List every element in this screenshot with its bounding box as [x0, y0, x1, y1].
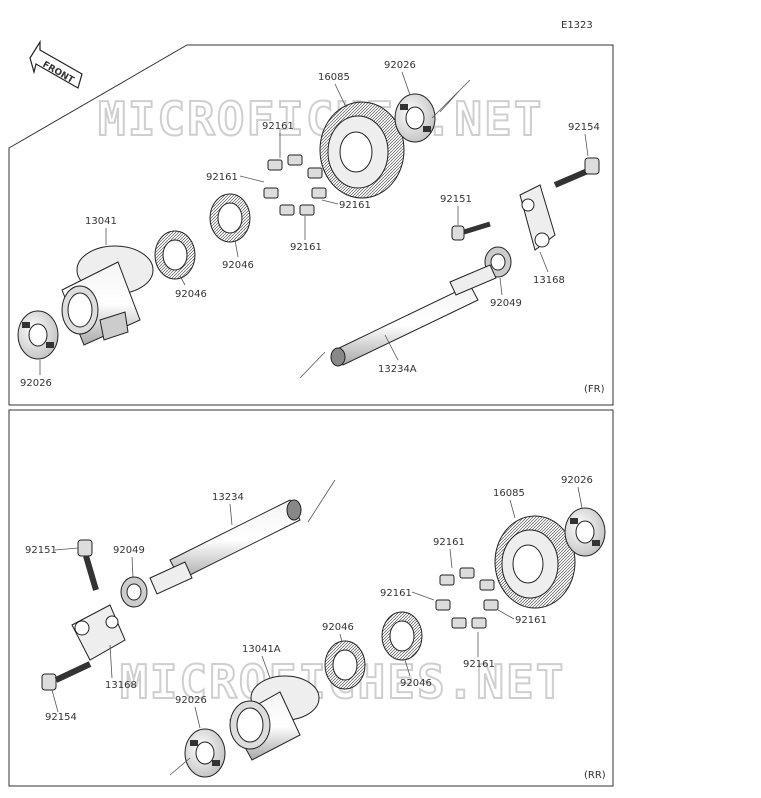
part-label: 92151 — [25, 545, 57, 556]
panel-rr: MICROFICHES.NET (RR) — [8, 409, 614, 787]
needle-bearing-92046-b — [209, 193, 251, 243]
thrust-washer-92026-top — [394, 93, 436, 143]
shaft-13234 — [149, 499, 302, 595]
watermark: MICROFICHES.NET — [98, 92, 543, 146]
part-label: 92026 — [175, 695, 207, 706]
part-label: 92161 — [262, 121, 294, 132]
lever-13168 — [519, 184, 556, 251]
part-label: 92161 — [433, 537, 465, 548]
panel-rr-tag: (RR) — [584, 770, 606, 781]
part-label: 13168 — [105, 680, 137, 691]
lever-13168-rr — [71, 604, 126, 661]
part-label: 92161 — [515, 615, 547, 626]
oil-seal-92049-rr — [120, 576, 148, 608]
part-label: 13234A — [378, 364, 417, 375]
panel-fr-tag: (FR) — [584, 384, 605, 395]
needle-bearing-92046-rr-b — [381, 611, 423, 661]
part-label: 92161 — [380, 588, 412, 599]
part-label: 13041A — [242, 644, 281, 655]
part-label: 92046 — [400, 678, 432, 689]
part-label: 92046 — [222, 260, 254, 271]
part-label: 92161 — [206, 172, 238, 183]
needle-bearing-92046-rr — [324, 640, 366, 690]
panel-fr-frame — [8, 44, 614, 406]
part-label: 92049 — [490, 298, 522, 309]
part-labels-rr: 13234 92151 92049 13168 92154 13041A 920… — [25, 475, 593, 723]
hub-13041 — [61, 245, 154, 346]
leader-lines-rr — [51, 486, 583, 729]
shaft-13234a — [330, 264, 497, 367]
part-label: 92026 — [561, 475, 593, 486]
leader-lines-fr — [39, 71, 589, 375]
part-label: 92049 — [113, 545, 145, 556]
thrust-washer-92026-rr-right — [564, 507, 606, 557]
gear-16085 — [319, 101, 405, 199]
bolt-92154 — [553, 157, 600, 188]
part-label: 92026 — [20, 378, 52, 389]
part-label: 92161 — [290, 242, 322, 253]
front-arrow-icon: FRONT — [29, 39, 83, 89]
part-label: 13041 — [85, 216, 117, 227]
panel-rr-frame — [8, 409, 614, 787]
diagram-code: E1323 — [561, 20, 593, 31]
part-label: 16085 — [493, 488, 525, 499]
thrust-washer-92026-rr — [184, 728, 226, 778]
damper-ring-92161-rr — [435, 567, 499, 629]
part-label: 92151 — [440, 194, 472, 205]
part-label: 92161 — [339, 200, 371, 211]
hub-13041a — [229, 675, 320, 761]
part-label: 92154 — [568, 122, 600, 133]
bolt-92151 — [451, 221, 491, 241]
part-label: 92154 — [45, 712, 77, 723]
part-label: 92026 — [384, 60, 416, 71]
part-label: 16085 — [318, 72, 350, 83]
part-label: 92161 — [463, 659, 495, 670]
part-label: 92046 — [175, 289, 207, 300]
part-labels-fr: 13041 92026 92046 92046 92161 92161 9216… — [20, 60, 600, 389]
part-label: 13168 — [533, 275, 565, 286]
gear-16085-rr — [494, 515, 576, 609]
thrust-washer-92026 — [17, 310, 59, 360]
damper-ring-92161 — [263, 154, 327, 216]
panel-fr: MICROFICHES.NET (FR) — [8, 44, 614, 406]
needle-bearing-92046 — [154, 230, 196, 280]
part-label: 92046 — [322, 622, 354, 633]
part-label: 13234 — [212, 492, 244, 503]
bolt-92154-rr — [41, 661, 92, 691]
bolt-92151-rr — [77, 539, 99, 591]
